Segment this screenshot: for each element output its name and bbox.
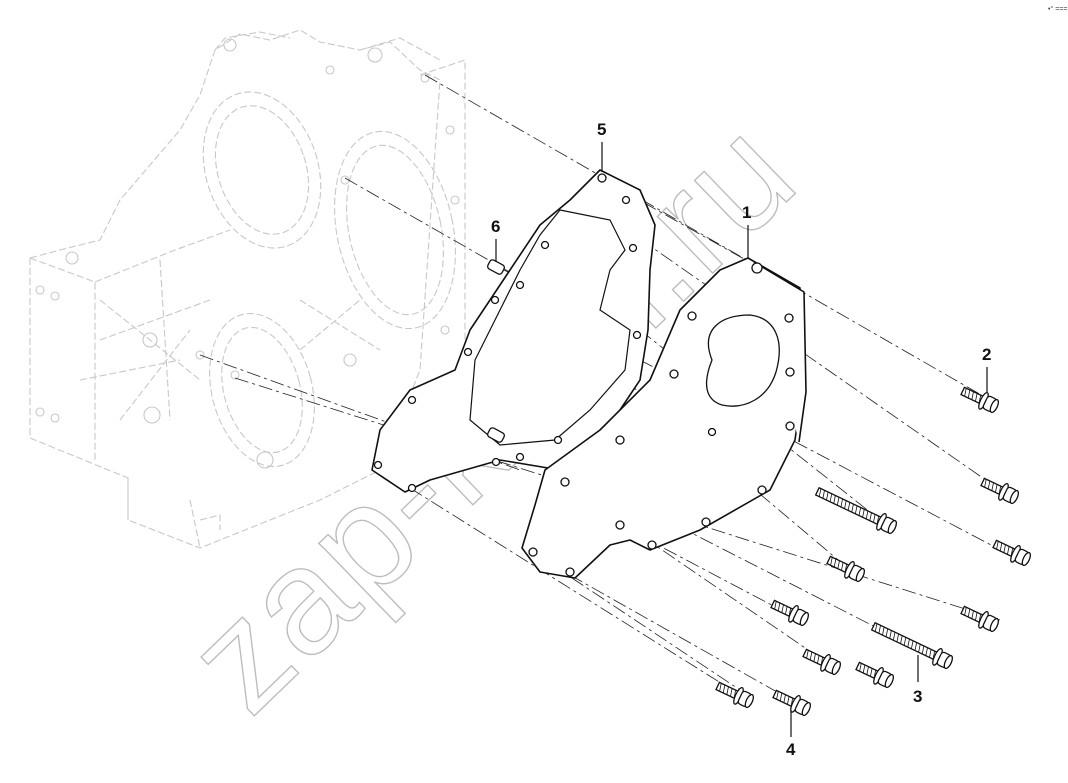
svg-text:5: 5 (597, 120, 606, 139)
engine-housing-ghost (29, 29, 466, 549)
flange-bolt (826, 555, 866, 583)
flange-bolt (960, 605, 1000, 633)
callout-2: 2 (982, 345, 991, 392)
dowel-pin-part-6 (486, 259, 506, 443)
corner-mark: •° === (1048, 5, 1067, 13)
bolts-group (715, 386, 1032, 717)
flange-bolt (715, 681, 755, 709)
flange-bolt (802, 648, 842, 676)
svg-text:2: 2 (982, 345, 991, 364)
callout-4: 4 (786, 710, 796, 759)
flange-bolt (772, 689, 812, 717)
flange-bolt (980, 477, 1020, 505)
svg-text:4: 4 (786, 740, 796, 759)
callout-3: 3 (913, 655, 922, 706)
flange-bolt (770, 599, 810, 627)
gasket-part-5 (371, 169, 656, 493)
long-flange-bolt (870, 621, 954, 670)
long-flange-bolt (814, 486, 898, 535)
cover-plate-part-1 (521, 257, 807, 579)
flange-bolt (992, 539, 1032, 567)
svg-text:1: 1 (742, 203, 751, 222)
callout-5: 5 (597, 120, 606, 172)
flange-bolt (960, 386, 1000, 414)
flange-bolt (855, 661, 895, 689)
svg-text:3: 3 (913, 687, 922, 706)
callout-6: 6 (491, 217, 500, 262)
callout-1: 1 (742, 203, 751, 258)
svg-text:6: 6 (491, 217, 500, 236)
